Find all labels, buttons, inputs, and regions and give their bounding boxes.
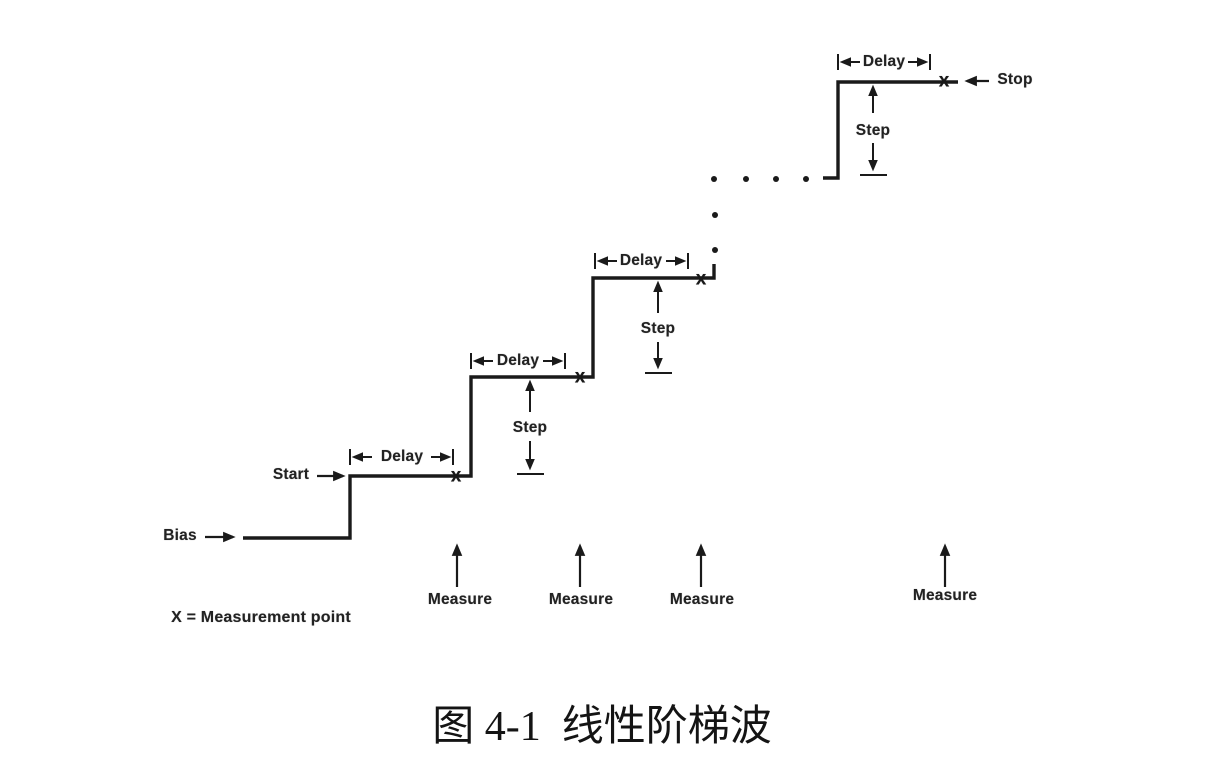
x-marker-4: x [938,70,950,92]
measure-label-1: Measure [427,591,493,608]
x-marker-2: x [574,366,586,388]
waveform-path [243,80,958,540]
figure-caption: 图 4-1 线性阶梯波 [432,704,772,750]
x-legend: X = Measurement point [171,609,351,626]
delay-bracket-2 [470,353,566,369]
delay-bracket-4 [837,54,931,70]
step-label-3: Step [855,122,891,139]
bias-label: Bias [163,527,197,544]
delay-label-4: Delay [862,53,906,70]
continuation-dots [711,176,809,253]
measure-label-4: Measure [912,587,978,604]
stop-label: Stop [997,71,1033,88]
step-label-1: Step [512,419,548,436]
step-dimension-2 [645,280,672,374]
x-marker-3: x [695,268,707,290]
step-label-2: Step [640,320,676,337]
delay-label-1: Delay [380,448,424,465]
measure-label-3: Measure [669,591,735,608]
step-dimension-1 [517,379,544,475]
measure-label-2: Measure [548,591,614,608]
step-dimension-3 [860,84,887,176]
x-marker-1: x [450,465,462,487]
delay-label-2: Delay [496,352,540,369]
start-label: Start [272,466,310,483]
delay-bracket-3 [594,253,689,269]
delay-label-3: Delay [619,252,663,269]
delay-bracket-1 [349,449,454,465]
